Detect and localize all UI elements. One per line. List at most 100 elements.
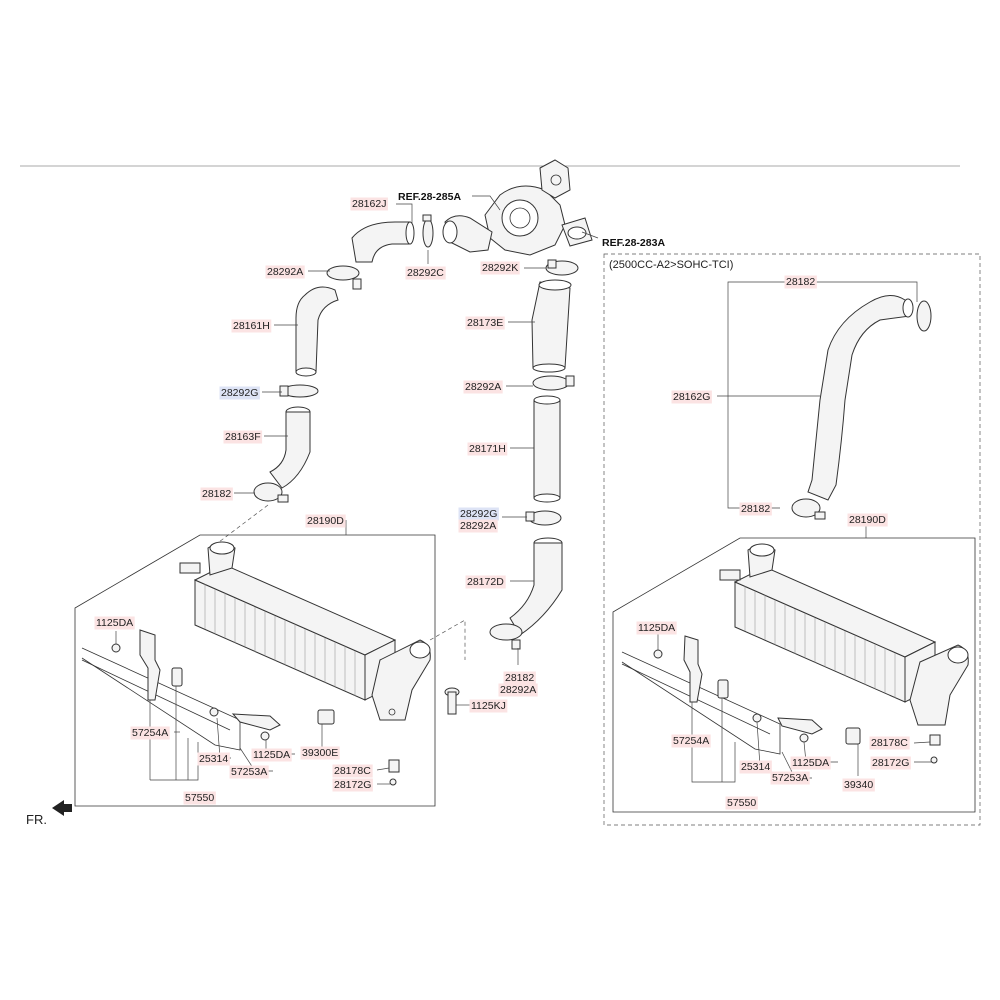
intercooler-right xyxy=(719,543,969,726)
part-label-bg xyxy=(265,265,305,279)
part-label[interactable]: 28173E xyxy=(467,317,503,329)
part-label[interactable]: 57550 xyxy=(185,792,214,804)
part-label-bg xyxy=(739,760,772,774)
hose-28163F xyxy=(269,406,311,489)
ref-label-right[interactable]: REF.28-283A xyxy=(602,237,665,249)
part-label-bg xyxy=(463,380,503,394)
leader-lines xyxy=(115,195,932,785)
part-label[interactable]: 1125KJ xyxy=(471,700,506,712)
part-label-bg xyxy=(229,765,269,779)
part-label[interactable]: 28292K xyxy=(482,262,518,274)
part-label-bg xyxy=(469,699,508,713)
part-label[interactable]: 28182 xyxy=(202,488,231,500)
part-label[interactable]: 57253A xyxy=(772,772,808,784)
turbocharger xyxy=(442,159,593,256)
part-label[interactable]: 28172D xyxy=(467,576,504,588)
part-label-bg xyxy=(465,316,505,330)
part-label-bg xyxy=(784,275,817,289)
part-label-bg xyxy=(197,752,230,766)
part-label-bg xyxy=(231,319,272,333)
left-box-outline xyxy=(74,534,436,807)
hose-28173E xyxy=(531,279,572,373)
part-label[interactable]: 28292A xyxy=(267,266,303,278)
hose-28172D xyxy=(509,537,563,636)
clamp-28292G-center xyxy=(525,510,562,526)
part-label-bg xyxy=(467,442,508,456)
part-label-bg xyxy=(671,734,711,748)
brackets-left xyxy=(81,629,400,786)
brackets-right xyxy=(621,635,941,764)
part-label[interactable]: 1125DA xyxy=(638,622,675,634)
part-label[interactable]: 28292A xyxy=(460,520,496,532)
pipe-28171H xyxy=(533,395,561,503)
part-label-bg xyxy=(847,513,888,527)
part-label-bg xyxy=(405,266,446,280)
part-label-bg xyxy=(332,778,373,792)
part-label[interactable]: 28292G xyxy=(221,387,258,399)
part-label-bg xyxy=(350,197,388,211)
clamp-28182-left xyxy=(253,482,289,503)
ref-label-upper[interactable]: REF.28-285A xyxy=(398,191,461,203)
part-label[interactable]: 28162J xyxy=(352,198,386,210)
part-label[interactable]: 28178C xyxy=(871,737,908,749)
part-label-bg xyxy=(498,683,538,697)
hose-28162J xyxy=(351,221,415,263)
part-label-bg xyxy=(790,756,831,770)
part-label[interactable]: 57254A xyxy=(673,735,709,747)
part-label[interactable]: 57550 xyxy=(727,797,756,809)
part-label[interactable]: 28178C xyxy=(334,765,371,777)
part-label[interactable]: 28182 xyxy=(741,503,770,515)
bolt-1125KJ xyxy=(444,687,460,715)
part-label-bg xyxy=(725,796,758,810)
part-label[interactable]: 39340 xyxy=(844,779,873,791)
part-label-bg xyxy=(842,778,875,792)
part-label-bg xyxy=(739,502,772,516)
part-label[interactable]: 57254A xyxy=(132,727,168,739)
hose-28162G xyxy=(807,295,914,501)
front-label: FR. xyxy=(26,812,47,827)
part-label-bg xyxy=(300,746,340,760)
part-label[interactable]: 28182 xyxy=(505,672,534,684)
part-label-bg xyxy=(870,756,911,770)
part-label[interactable]: 39300E xyxy=(302,747,338,759)
part-label-bg xyxy=(332,764,373,778)
part-label[interactable]: 28182 xyxy=(786,276,815,288)
part-label[interactable]: 25314 xyxy=(199,753,228,765)
part-label[interactable]: 28292A xyxy=(465,381,501,393)
part-label[interactable]: 28292C xyxy=(407,267,444,279)
part-label[interactable]: 1125DA xyxy=(792,757,829,769)
part-label-bg xyxy=(94,616,135,630)
right-box-outline xyxy=(612,537,976,813)
clamp-28292G-left xyxy=(279,384,319,398)
part-label[interactable]: 28190D xyxy=(307,515,344,527)
part-label[interactable]: 28162G xyxy=(673,391,710,403)
part-label-bg xyxy=(770,771,810,785)
part-label[interactable]: 25314 xyxy=(741,761,770,773)
part-label[interactable]: 28172G xyxy=(872,757,909,769)
part-label[interactable]: 1125DA xyxy=(253,749,290,761)
part-label[interactable]: 28171H xyxy=(469,443,506,455)
part-label[interactable]: 28161H xyxy=(233,320,270,332)
part-label[interactable]: 28292G xyxy=(460,508,497,520)
part-label-bg xyxy=(223,430,263,444)
part-label[interactable]: 28292A xyxy=(500,684,536,696)
part-label[interactable]: 1125DA xyxy=(96,617,133,629)
variant-label: (2500CC-A2>SOHC-TCI) xyxy=(609,259,733,271)
clamp-28292K xyxy=(545,259,579,276)
part-label-bg xyxy=(130,726,170,740)
part-label-bg xyxy=(458,519,498,533)
part-label-bg xyxy=(200,487,233,501)
part-label-bg xyxy=(305,514,346,528)
part-label-bg xyxy=(251,748,292,762)
clamp-28182-right-bottom xyxy=(791,498,826,520)
part-label-bg xyxy=(219,386,260,400)
part-label[interactable]: 28163F xyxy=(225,431,261,443)
part-label-bg xyxy=(465,575,506,589)
part-label[interactable]: 28190D xyxy=(849,514,886,526)
right-variant-frame xyxy=(603,253,981,826)
clamp-28182-center xyxy=(489,623,523,650)
front-arrow-icon xyxy=(52,800,72,816)
part-label[interactable]: 57253A xyxy=(231,766,267,778)
part-label[interactable]: 28172G xyxy=(334,779,371,791)
